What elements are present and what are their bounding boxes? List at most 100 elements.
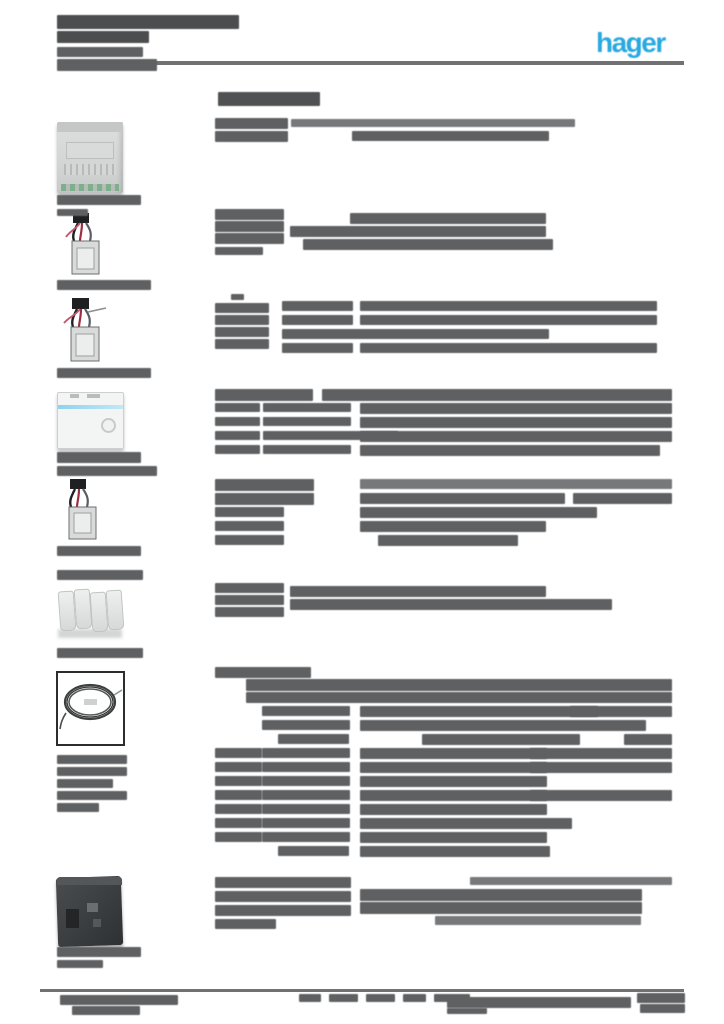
header-redacted-line bbox=[57, 59, 157, 71]
footer-redacted-line bbox=[72, 1006, 140, 1015]
product4-text-redacted-line bbox=[263, 403, 351, 412]
product6-text-redacted-line bbox=[215, 607, 284, 617]
product7-text-redacted-line bbox=[530, 748, 672, 759]
product8-text-redacted-line bbox=[215, 919, 276, 929]
module-button bbox=[101, 418, 116, 433]
product7-text-redacted-line bbox=[262, 720, 350, 730]
product8-text-redacted-line bbox=[470, 877, 672, 885]
product5-text-redacted-line bbox=[215, 493, 314, 505]
product3-text-redacted-line bbox=[215, 315, 269, 325]
product7-text-redacted-line bbox=[530, 762, 672, 773]
product2-text-redacted-line bbox=[215, 247, 263, 255]
product7-text-redacted-line bbox=[360, 748, 547, 759]
product7-text-redacted-line bbox=[215, 818, 262, 828]
clips-shadow bbox=[58, 629, 122, 638]
product5-text-redacted-line bbox=[215, 507, 284, 517]
product4-text-redacted-line bbox=[322, 389, 672, 401]
product4-text-redacted-line bbox=[360, 445, 660, 456]
product1-text-redacted-line bbox=[215, 131, 288, 142]
product3-text-redacted-line bbox=[215, 303, 269, 313]
product8-text-redacted-line bbox=[435, 916, 641, 925]
product-photo-5 bbox=[57, 477, 110, 543]
product5-text-redacted-line bbox=[215, 535, 284, 545]
product-photo-4 bbox=[57, 392, 124, 449]
product-photo-7 bbox=[56, 671, 125, 746]
product7-text-redacted-line bbox=[360, 846, 550, 857]
footer-rule bbox=[40, 989, 684, 992]
product8-text-redacted-line bbox=[215, 877, 351, 888]
din-module-label bbox=[66, 142, 114, 159]
product7-text-redacted-line bbox=[262, 818, 350, 828]
product-photo-2 bbox=[60, 211, 112, 279]
product3-text-redacted-line bbox=[282, 343, 353, 353]
product7-caption-redacted-line bbox=[57, 791, 127, 800]
product7-text-redacted-line bbox=[422, 734, 580, 745]
module-notch bbox=[87, 394, 100, 398]
dark-module-top bbox=[57, 877, 122, 885]
product5-text-redacted-line bbox=[573, 493, 672, 504]
product7-text-redacted-line bbox=[360, 832, 547, 843]
product3-text-redacted-line bbox=[360, 301, 657, 311]
product7-text-redacted-line bbox=[246, 692, 672, 703]
product4-text-redacted-line bbox=[360, 417, 672, 428]
product4-caption-redacted-line bbox=[57, 452, 141, 463]
module-notch bbox=[70, 394, 79, 398]
footer-redacted-line bbox=[329, 994, 358, 1002]
header-redacted-line bbox=[57, 47, 143, 57]
product7-caption-redacted-line bbox=[57, 767, 127, 776]
product7-text-redacted-line bbox=[215, 776, 262, 786]
product4-text-redacted-line bbox=[215, 403, 260, 412]
product4-text-redacted-line bbox=[215, 445, 260, 454]
product-photo-1 bbox=[57, 122, 123, 193]
product4-text-redacted-line bbox=[360, 403, 672, 414]
product3-text-redacted-line bbox=[282, 329, 549, 339]
cyan-stripe bbox=[58, 405, 123, 409]
product7-text-redacted-line bbox=[262, 776, 350, 786]
product7-text-redacted-line bbox=[360, 790, 547, 801]
product-photo-6 bbox=[57, 583, 125, 641]
product2-text-redacted-line bbox=[215, 221, 284, 232]
product7-text-redacted-line bbox=[215, 667, 311, 678]
product4-text-redacted-line bbox=[215, 431, 260, 440]
product2-caption-redacted-line bbox=[57, 280, 151, 290]
product5-text-redacted-line bbox=[360, 479, 672, 489]
product6-text-redacted-line bbox=[290, 586, 546, 597]
dark-module-detail bbox=[87, 903, 98, 912]
product7-text-redacted-line bbox=[262, 748, 350, 758]
product5-text-redacted-line bbox=[378, 535, 518, 546]
product3-text-redacted-line bbox=[215, 339, 269, 349]
product7-caption-redacted-line bbox=[57, 803, 99, 812]
product8-caption-redacted-line bbox=[57, 960, 103, 968]
product3-text-redacted-line bbox=[360, 343, 657, 353]
header-rule bbox=[145, 61, 684, 65]
product5-text-redacted-line bbox=[360, 521, 546, 532]
product8-caption-redacted-line bbox=[57, 947, 141, 957]
product7-text-redacted-line bbox=[215, 790, 262, 800]
product-photo-8 bbox=[55, 875, 124, 948]
product7-text-redacted-line bbox=[246, 679, 672, 691]
product7-text-redacted-line bbox=[278, 846, 349, 856]
product7-text-redacted-line bbox=[624, 734, 672, 745]
product3-text-redacted-line bbox=[282, 315, 353, 325]
product2-text-redacted-line bbox=[303, 239, 553, 250]
product7-text-redacted-line bbox=[215, 832, 262, 842]
clip-4 bbox=[105, 589, 125, 631]
product7-text-redacted-line bbox=[215, 748, 262, 758]
header-redacted-line bbox=[57, 31, 149, 43]
header-redacted-line bbox=[57, 15, 239, 29]
product4-text-redacted-line bbox=[263, 445, 351, 454]
product-photo-3 bbox=[58, 296, 113, 366]
product7-text-redacted-line bbox=[360, 720, 646, 731]
product3-caption-redacted-line bbox=[57, 368, 151, 378]
product1-caption-redacted-line bbox=[57, 195, 141, 205]
footer-redacted-line bbox=[60, 995, 178, 1005]
coiled-cable-graphic bbox=[59, 683, 123, 730]
product7-text-redacted-line bbox=[262, 706, 350, 716]
product5-text-redacted-line bbox=[360, 507, 597, 518]
product3-text-redacted-line bbox=[231, 294, 244, 300]
footer-redacted-line bbox=[447, 997, 631, 1008]
product5-caption-redacted-line bbox=[57, 570, 143, 580]
hager-logo: hager bbox=[596, 27, 666, 58]
product2-text-redacted-line bbox=[290, 226, 546, 237]
